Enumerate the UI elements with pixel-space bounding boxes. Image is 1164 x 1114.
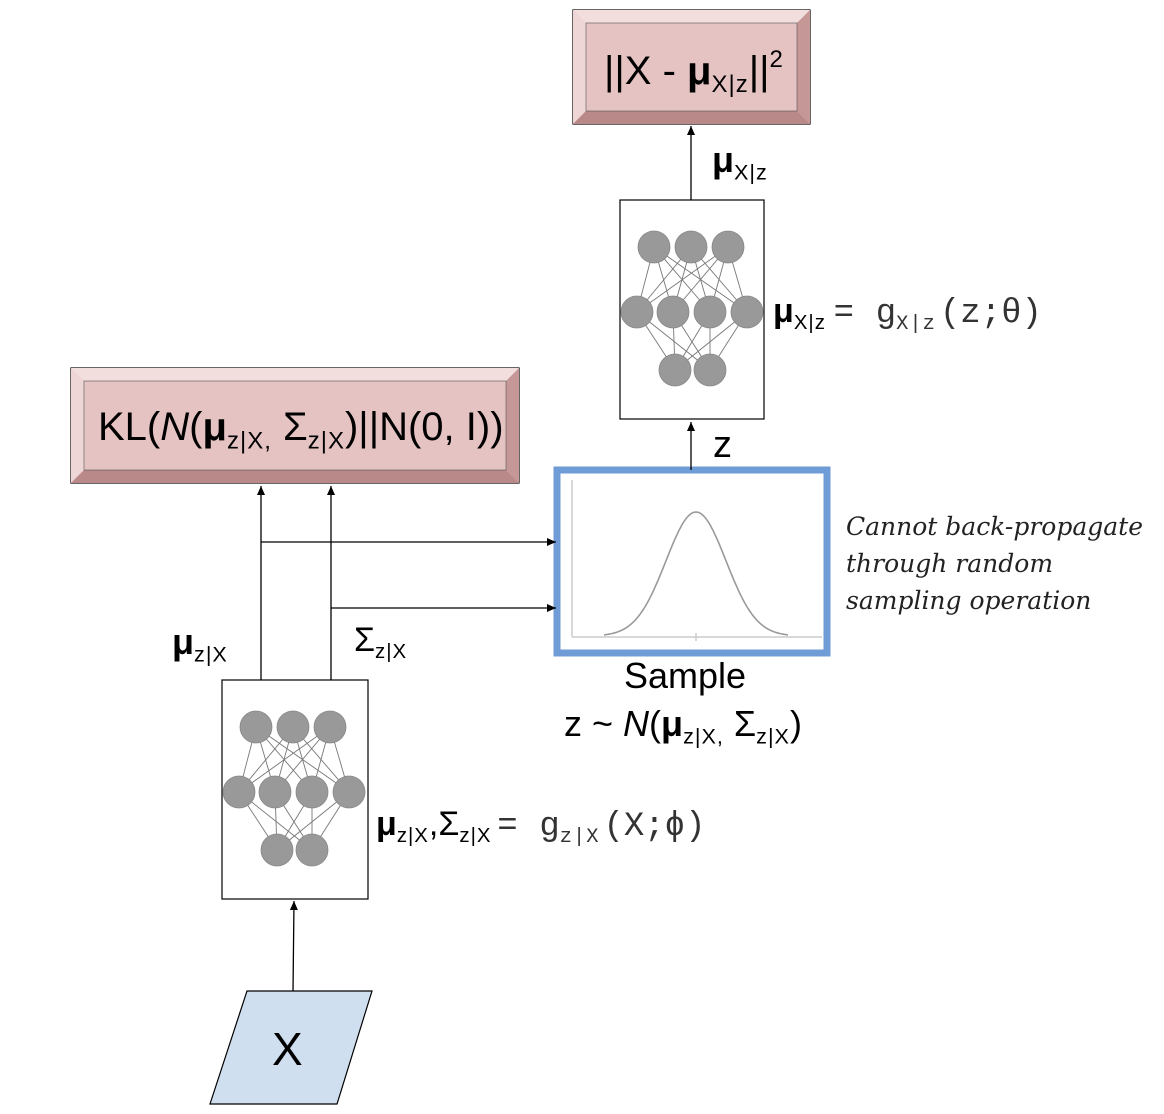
encoder-neuron-layer-2 [332, 775, 366, 809]
input-shape [209, 990, 373, 1105]
decoder-neuron-layer-1 [711, 230, 745, 264]
decoder-neuron-layer-3 [658, 353, 692, 387]
encoder-equation: μz|X,Σz|X=gz|X(X;ϕ) [376, 805, 706, 850]
encoder-mu-label: μz|X [172, 621, 228, 667]
encoder-neuron-layer-3 [260, 833, 294, 867]
input-x-label: X [272, 1023, 303, 1075]
encoder-sigma-label: Σz|X [354, 621, 408, 664]
encoder-neuron-layer-2 [222, 775, 256, 809]
decoder-neuron-layer-2 [656, 295, 690, 329]
connectors [257, 126, 695, 992]
note-line-2: through random [846, 549, 1054, 578]
decoder-neuron-layer-2 [693, 295, 727, 329]
sampling-box [553, 466, 831, 657]
reconstruction-loss-label: ||X - μX|z||2 [604, 46, 783, 99]
decoder-neuron-layer-1 [637, 230, 671, 264]
decoder-neuron-layer-1 [674, 230, 708, 264]
encoder-neuron-layer-1 [239, 710, 273, 744]
decoder-output-label: μX|z [712, 139, 768, 185]
decoder-neuron-layer-2 [730, 295, 764, 329]
decoder-edge [636, 246, 729, 313]
kl-loss-box [70, 367, 520, 484]
encoder-edge [238, 726, 331, 793]
decoder-equation: μX|z=gX|z(z;θ) [773, 292, 1042, 337]
encoder-neuron-layer-1 [313, 710, 347, 744]
encoder-neuron-layer-2 [258, 775, 292, 809]
note-line-3: sampling operation [846, 586, 1092, 615]
encoder-neuron-layer-2 [295, 775, 329, 809]
backprop-note: Cannot back-propagate through random sam… [846, 508, 1143, 619]
input-to-encoder-arrow [289, 900, 298, 992]
sample-distribution: z ~ N(μz|X, Σz|X) [564, 703, 802, 749]
encoder-neuron-layer-3 [295, 833, 329, 867]
sample-title: Sample [624, 655, 747, 696]
note-line-1: Cannot back-propagate [846, 512, 1144, 541]
decoder-neuron-layer-2 [620, 295, 654, 329]
encoder-neuron-layer-1 [276, 710, 310, 744]
decoder-neuron-layer-3 [693, 353, 727, 387]
reconstruction-loss-box [572, 9, 811, 125]
kl-loss-label: KL(N(μz|X, Σz|X)||N(0, I)) [98, 405, 504, 455]
gaussian-curve [603, 511, 789, 636]
latent-z-label: z [713, 424, 732, 466]
decoder-network [619, 199, 765, 420]
encoder-network [221, 679, 369, 900]
